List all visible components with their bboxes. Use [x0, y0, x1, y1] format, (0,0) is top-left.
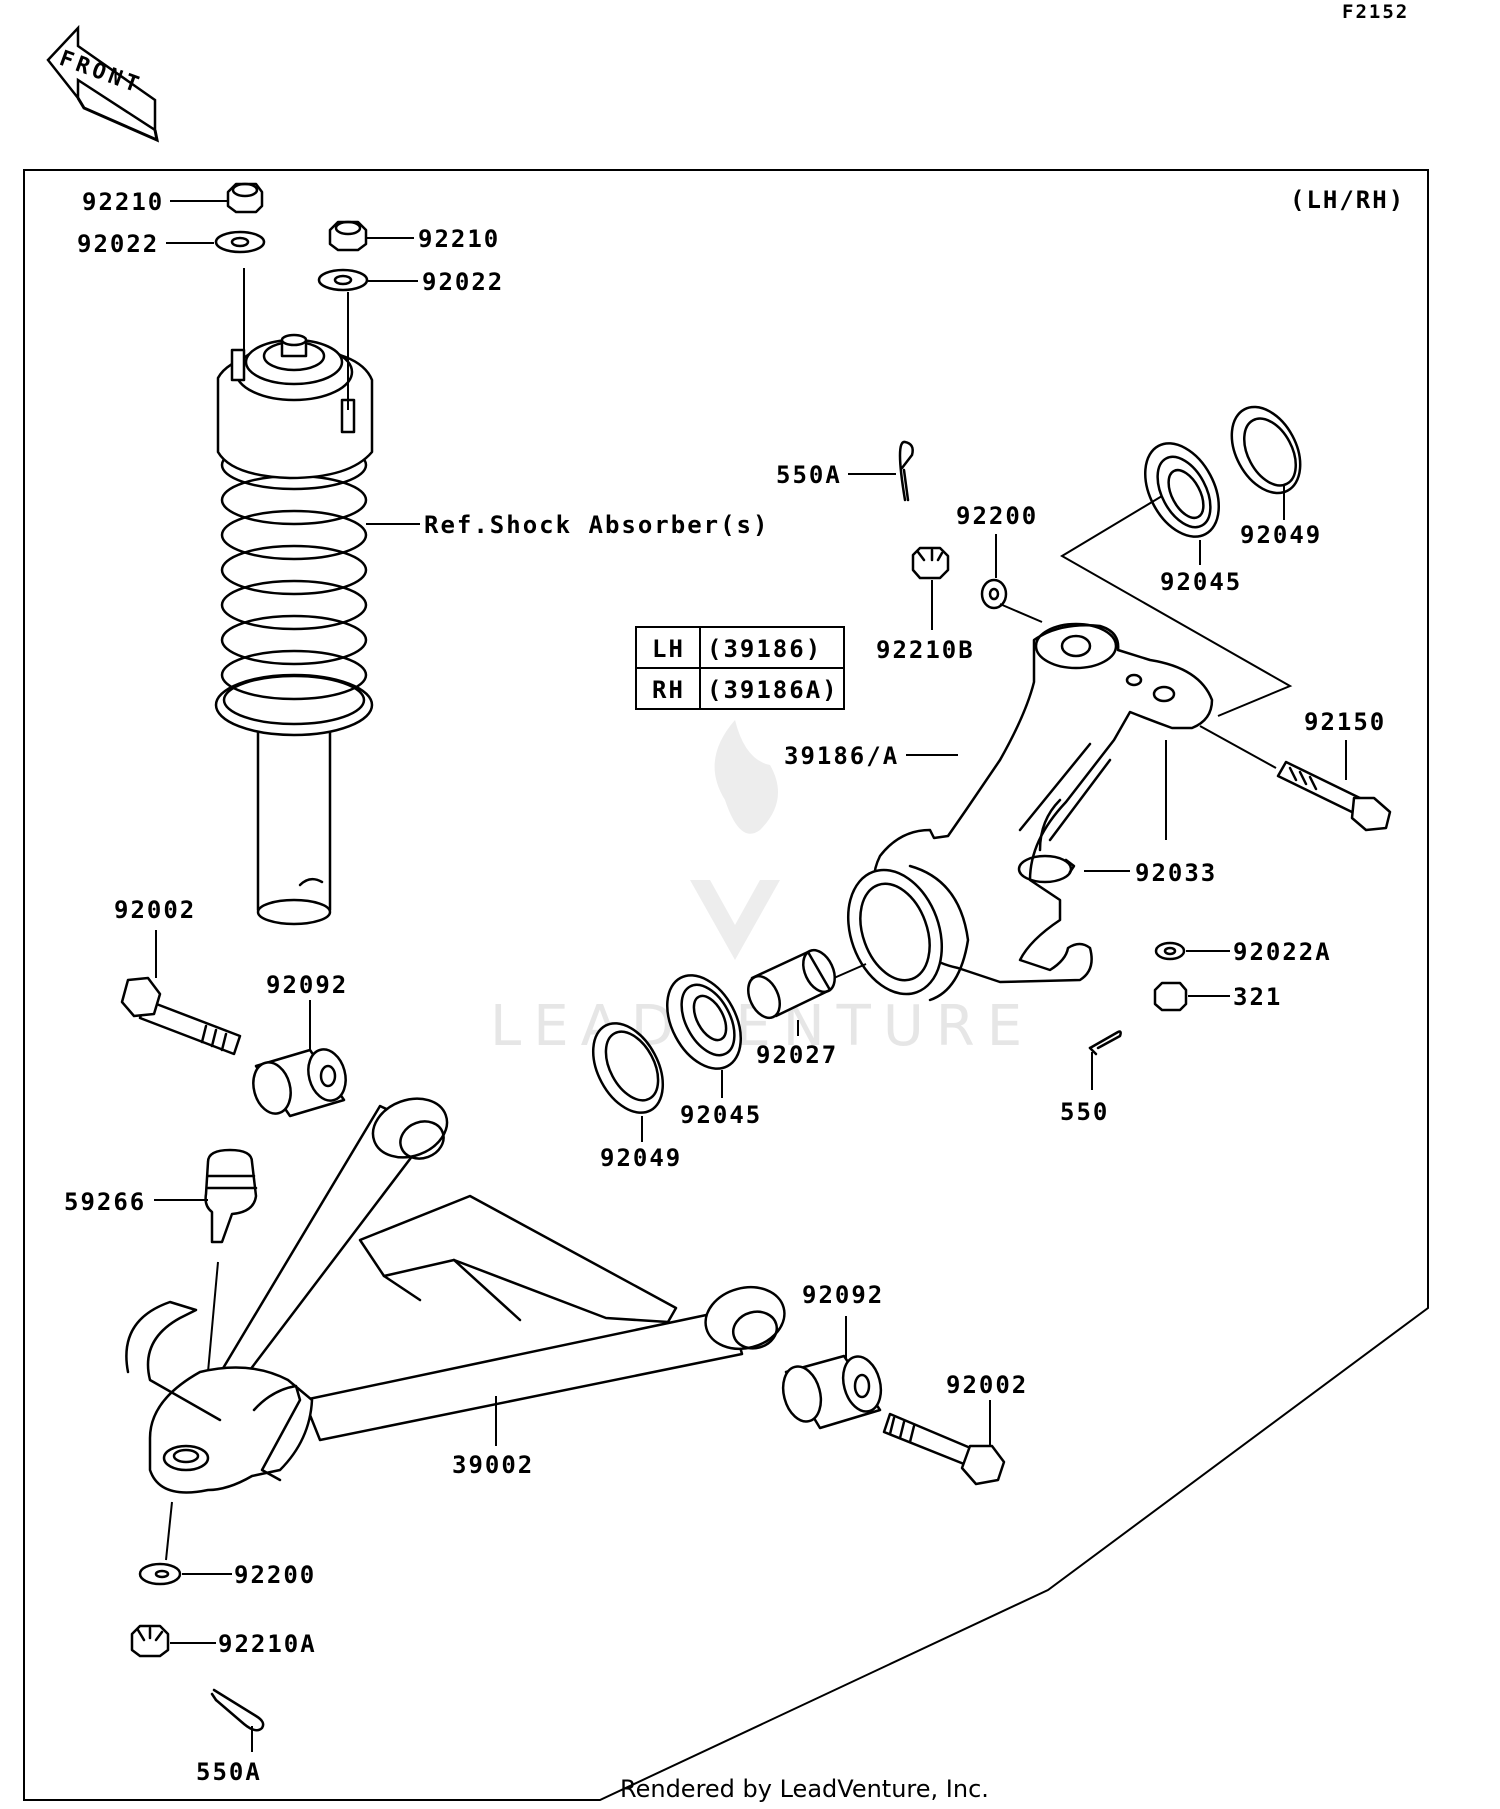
callout-92092-lower: 92092: [802, 1281, 884, 1309]
callout-92033: 92033: [1135, 859, 1217, 887]
callout-550A-bottom: 550A: [196, 1758, 262, 1786]
circlip-icon: [1017, 854, 1076, 884]
castle-nut-knuckle-icon: [911, 546, 950, 580]
flame-logo-icon: [714, 720, 778, 834]
seal-left-icon: [591, 1022, 665, 1114]
callout-321: 321: [1233, 983, 1282, 1011]
a-arm: [125, 1097, 786, 1494]
callout-39186-A: 39186/A: [784, 742, 899, 770]
callout-shock-ref: Ref.Shock Absorber(s): [424, 511, 769, 539]
callout-92045-right: 92045: [1160, 568, 1242, 596]
castle-nut-bottom-icon: [130, 1624, 170, 1658]
callout-92049-left: 92049: [600, 1144, 682, 1172]
lower-bushing-icon: [781, 1354, 883, 1430]
bearing-left-icon: [666, 974, 742, 1070]
front-arrow-icon: FRONT: [46, 24, 160, 143]
callout-92210A: 92210A: [218, 1630, 317, 1658]
table-part-lh: (39186): [707, 635, 822, 663]
callout-92022A: 92022A: [1233, 938, 1332, 966]
washer-lower-right-icon: [1154, 941, 1186, 961]
upper-bushing-icon: [252, 1048, 347, 1118]
cotter-pin-bottom-icon: [210, 1688, 265, 1732]
cotter-pin-right-icon: [1088, 1030, 1122, 1056]
table-part-rh: (39186A): [707, 676, 839, 704]
knuckle-bolt-icon: [1276, 760, 1392, 832]
lower-bolt-icon: [882, 1412, 1006, 1486]
callout-92210-top-right: 92210: [418, 225, 500, 253]
cotter-pin-top-icon: [898, 440, 914, 502]
footer-credit: Rendered by LeadVenture, Inc.: [620, 1775, 989, 1803]
v-logo-icon: [690, 880, 780, 960]
callout-92027: 92027: [756, 1041, 838, 1069]
callout-92045-left: 92045: [680, 1101, 762, 1129]
callout-92210B: 92210B: [876, 636, 975, 664]
washer-knuckle-icon: [980, 578, 1008, 610]
nut-lower-right-icon: [1153, 981, 1188, 1012]
top-right-washer-icon: [317, 268, 369, 292]
callout-59266: 59266: [64, 1188, 146, 1216]
top-right-nut-icon: [328, 220, 368, 252]
callout-92210-top-left: 92210: [82, 188, 164, 216]
callout-92092-upper: 92092: [266, 971, 348, 999]
callout-39002: 39002: [452, 1451, 534, 1479]
side-note: (LH/RH): [1290, 186, 1405, 214]
callout-550: 550: [1060, 1098, 1109, 1126]
table-side-rh: RH: [652, 676, 685, 704]
callout-92022-top-right: 92022: [422, 268, 504, 296]
steering-knuckle: [846, 622, 1214, 1002]
callout-92002-upper: 92002: [114, 896, 196, 924]
bearing-right-icon: [1144, 442, 1220, 538]
collar-icon: [747, 948, 836, 1020]
table-side-lh: LH: [652, 635, 685, 663]
variant-table: LH (39186) RH (39186A): [635, 626, 845, 710]
callout-92049-right: 92049: [1240, 521, 1322, 549]
callout-92200-bottom: 92200: [234, 1561, 316, 1589]
upper-bolt-icon: [120, 976, 242, 1056]
seal-right-icon: [1230, 405, 1302, 495]
diagram-code: F2152: [1342, 1, 1409, 23]
top-left-washer-icon: [214, 230, 266, 254]
ball-joint-icon: [204, 1148, 258, 1244]
diagram-frame: [23, 169, 1429, 1801]
callout-92200-knuckle: 92200: [956, 502, 1038, 530]
washer-bottom-icon: [138, 1562, 182, 1586]
shock-absorber: [214, 333, 374, 926]
callout-92002-lower: 92002: [946, 1371, 1028, 1399]
top-left-nut-icon: [226, 182, 264, 214]
callout-92022-top-left: 92022: [77, 230, 159, 258]
callout-92150: 92150: [1304, 708, 1386, 736]
callout-550A-top: 550A: [776, 461, 842, 489]
